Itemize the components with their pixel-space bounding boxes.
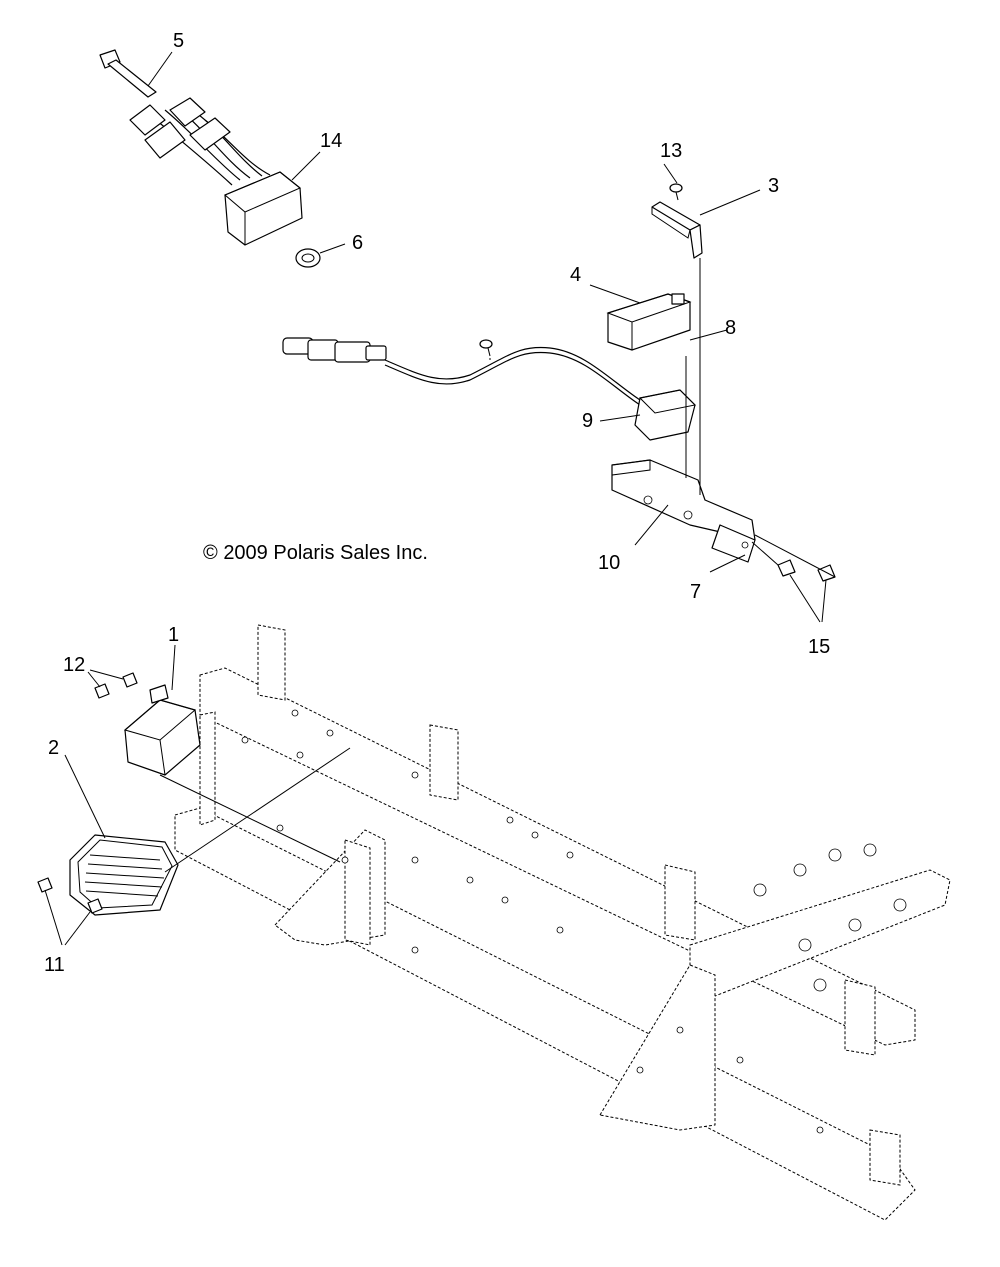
copyright-symbol: © <box>203 542 218 564</box>
callout-5: 5 <box>173 30 185 52</box>
callout-15: 15 <box>808 636 831 658</box>
callout-13: 13 <box>660 140 683 162</box>
callout-3: 3 <box>768 175 780 197</box>
callout-12: 12 <box>63 654 86 676</box>
regulator-2 <box>69 834 179 916</box>
callout-11: 11 <box>44 954 65 976</box>
grommet-6 <box>295 248 321 268</box>
callout-4: 4 <box>570 264 582 286</box>
screws-12 <box>94 672 138 699</box>
mounting-bracket-7 <box>611 459 756 563</box>
copyright-notice: © 2009 Polaris Sales Inc. <box>203 542 428 565</box>
screw-8 <box>479 339 493 357</box>
bolt-5 <box>99 49 157 98</box>
leader-lines <box>44 51 836 946</box>
callout-2: 2 <box>48 737 60 759</box>
module-1 <box>123 684 201 776</box>
screws-15 <box>777 559 836 582</box>
screw-13 <box>669 183 683 201</box>
callout-7: 7 <box>690 581 702 603</box>
module-harness-14 <box>129 97 303 246</box>
vehicle-frame <box>174 624 951 1221</box>
callout-10: 10 <box>598 552 621 574</box>
callout-8: 8 <box>725 317 737 339</box>
copyright-text: 2009 Polaris Sales Inc. <box>223 542 428 564</box>
callout-9: 9 <box>582 410 594 432</box>
sensor-cable-9 <box>282 337 697 441</box>
callout-6: 6 <box>352 232 364 254</box>
screws-11 <box>37 877 103 914</box>
callout-14: 14 <box>320 130 343 152</box>
bracket-3 <box>651 201 703 259</box>
callout-1: 1 <box>168 624 180 646</box>
control-module-4 <box>606 293 692 351</box>
